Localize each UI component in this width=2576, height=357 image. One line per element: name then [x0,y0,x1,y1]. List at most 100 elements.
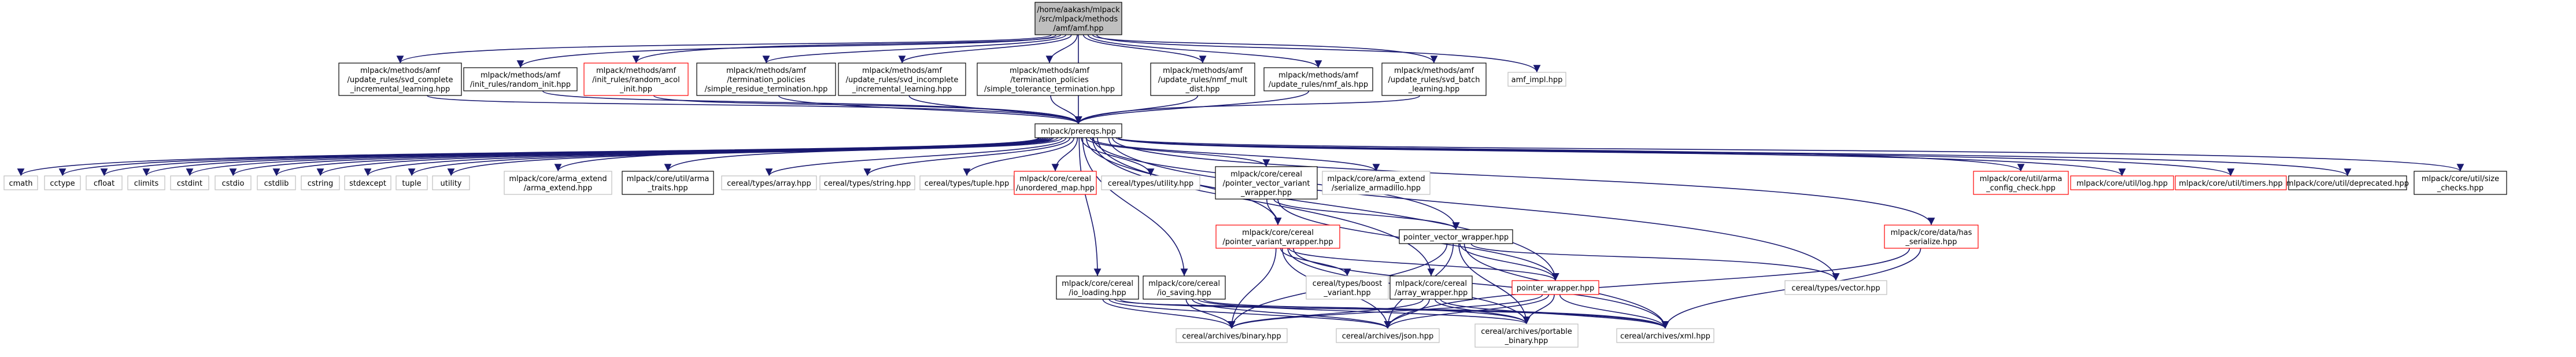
node-l3-deprecated[interactable]: mlpack/core/util/deprecated.hpp [2286,175,2409,190]
node-l4-pointer-variant-wrapper[interactable]: mlpack/core/cereal/pointer_variant_wrapp… [1215,224,1340,249]
dependency-edge [1228,299,1424,329]
node-label-line: _config_check.hpp [1986,184,2056,193]
node-label-line: /array_wrapper.hpp [1395,289,1468,297]
dependency-edge [1087,34,1322,68]
node-l3-arma-traits[interactable]: mlpack/core/util/arma_traits.hpp [622,171,714,195]
node-label-line: mlpack/core/cereal [1242,229,1314,237]
node-l3-log[interactable]: mlpack/core/util/log.hpp [2070,175,2174,190]
node-box [1381,62,1487,96]
node-label-line: mlpack/methods/amf [1010,67,1090,75]
node-box [1474,323,1579,348]
node-label-line: /unordered_map.hpp [1016,184,1095,193]
node-label-line: _incremental_learning.hpp [852,85,952,94]
dependency-edge [1559,294,1669,329]
dependency-edge [1108,137,1840,281]
node-box [919,175,1014,190]
node-l3-cmath: cmath [3,175,38,190]
dependency-edges [17,34,2464,329]
node-l3-cctype: cctype [44,175,81,190]
node-l3-pvw-hpp[interactable]: mlpack/core/cereal/pointer_vector_varian… [1215,166,1318,200]
node-label-line: _incremental_learning.hpp [350,85,450,94]
dependency-edge [1051,137,1078,172]
node-box [583,62,689,96]
node-label-line: _init.hpp [619,85,652,94]
node-l1-svd-incomplete[interactable]: mlpack/methods/amf/update_rules/svd_inco… [838,62,966,96]
dependency-edge [1045,34,1078,64]
dependency-edge [1459,243,1559,281]
node-label-line: cctype [50,179,75,188]
node-label-line: cereal/types/boost [1313,279,1382,288]
node-l4-has-serialize[interactable]: mlpack/core/data/has_serialize.hpp [1884,224,1979,249]
node-label-line: mlpack/core/cereal [1019,175,1091,183]
node-l5-io-saving[interactable]: mlpack/core/cereal/io_saving.hpp [1143,275,1226,300]
node-box [1507,72,1566,87]
node-label-line: stdexcept [349,179,386,188]
node-l3-utility: utility [432,175,470,190]
node-box [1101,175,1200,190]
node-l1-simple-tolerance[interactable]: mlpack/methods/amf/termination_policies/… [977,62,1122,96]
node-label-line: cereal/types/utility.hpp [1108,179,1193,188]
node-l1-random-init[interactable]: mlpack/methods/amf/init_rules/random_ini… [463,67,578,91]
node-box [1973,171,2069,195]
dependency-edge [898,34,1072,64]
node-l1-random-acol[interactable]: mlpack/methods/amf/init_rules/random_aco… [583,62,689,96]
dependency-edge [908,95,1082,124]
node-label-line: /pointer_variant_wrapper.hpp [1222,238,1333,246]
dependency-edge [1288,248,1559,281]
node-l1-svd-batch[interactable]: mlpack/methods/amf/update_rules/svd_batc… [1381,62,1487,96]
node-l1-nmf-mult-dist[interactable]: mlpack/methods/amf/update_rules/nmf_mult… [1150,62,1255,96]
node-l5-io-loading[interactable]: mlpack/core/cereal/io_loading.hpp [1056,275,1139,300]
node-label-line: utility [441,179,462,188]
node-label-line: mlpack/prereqs.hpp [1041,127,1116,136]
node-l5-array-wrapper[interactable]: mlpack/core/cereal/array_wrapper.hpp [1389,275,1473,300]
node-l6-json: cereal/archives/json.hpp [1336,328,1440,343]
node-box [1306,275,1389,300]
node-l5-pointer-wrapper[interactable]: pointer_wrapper.hpp [1511,280,1599,295]
node-box [1399,229,1513,244]
node-l3-timers[interactable]: mlpack/core/util/timers.hpp [2175,175,2287,190]
node-box [301,175,340,190]
node-box [344,175,391,190]
node-box [338,62,462,96]
node-label-line: cstdio [222,179,245,188]
node-label-line: _variant.hpp [1323,289,1370,297]
node-l3-size-checks[interactable]: mlpack/core/util/size_checks.hpp [2414,171,2507,195]
node-l3-tuple: tuple [396,175,428,190]
node-l1-nmf-als[interactable]: mlpack/methods/amf/update_rules/nmf_als.… [1263,67,1373,91]
node-label-line: mlpack/methods/amf [726,67,807,75]
dependency-edge [554,137,1058,172]
node-label-line: /termination_policies [1010,76,1089,84]
node-label-line: /simple_tolerance_termination.hpp [984,85,1115,94]
node-box [44,175,81,190]
node-label-line: pointer_vector_wrapper.hpp [1403,233,1509,242]
node-label-line: mlpack/core/arma_extend [1327,175,1425,183]
node-l4-pointer-vector-wrapper[interactable]: pointer_vector_wrapper.hpp [1399,229,1513,244]
node-l3-cereal-utility: cereal/types/utility.hpp [1101,175,1200,190]
node-box [1322,171,1431,195]
node-prereqs[interactable]: mlpack/prereqs.hpp [1034,123,1122,138]
node-label-line: _serialize.hpp [1905,238,1957,246]
node-box [1150,62,1255,96]
node-label-line: amf_impl.hpp [1511,76,1563,84]
dependency-edge [1192,299,1392,329]
dependency-edge [1082,34,1207,64]
dependency-edge [1273,198,1460,230]
node-label-line: mlpack/methods/amf [1278,71,1359,80]
node-label-line: cereal/archives/portable [1481,327,1572,336]
node-label-line: mlpack/core/cereal [1230,170,1302,179]
node-l3-arma-config-check[interactable]: mlpack/core/util/arma_config_check.hpp [1973,171,2069,195]
node-label-line: _learning.hpp [1408,85,1459,94]
dependency-edge [762,34,1067,64]
dependency-edge [1118,137,2351,176]
dependency-edge [1384,294,1550,329]
node-label-line: _wrapper.hpp [1240,189,1292,197]
node-l3-unordered-map[interactable]: mlpack/core/cereal/unordered_map.hpp [1014,171,1097,195]
node-label-line: mlpack/core/util/timers.hpp [2179,179,2282,188]
node-l1-svd-complete[interactable]: mlpack/methods/amf/update_rules/svd_comp… [338,62,462,96]
node-label-line: cstdlib [264,179,289,188]
node-label-line: mlpack/core/util/deprecated.hpp [2286,179,2409,188]
node-l3-cstring: cstring [301,175,340,190]
dependency-edge [1092,137,1435,277]
node-label-line: /update_rules/nmf_als.hpp [1269,80,1368,89]
node-l1-simple-residue[interactable]: mlpack/methods/amf/termination_policies/… [696,62,836,96]
